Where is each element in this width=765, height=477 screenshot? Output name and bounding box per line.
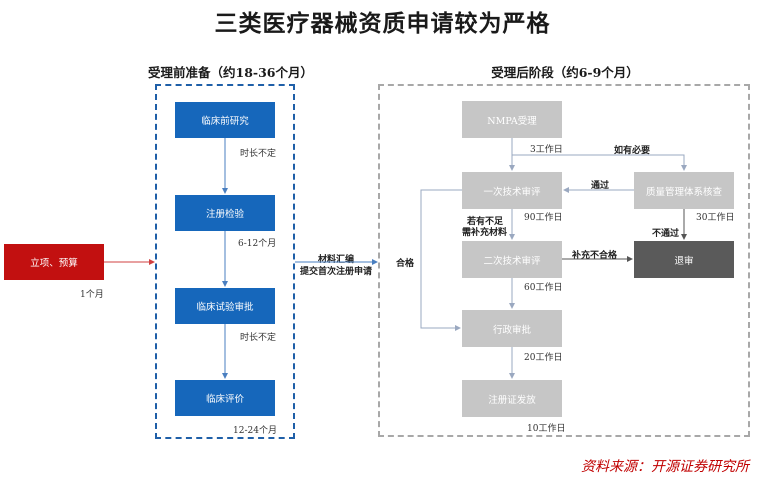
label-pass: 通过 [591,181,610,191]
box-reject: 退审 [634,241,734,278]
box-certificate-issuance: 注册证发放 [462,380,562,417]
step-registration-test: 注册检验 [175,195,275,231]
submit-label-application: 提交首次注册申请 [300,267,373,277]
left-section-frame [155,84,295,439]
step-clinical-trial-approval: 临床试验审批 [175,288,275,324]
duration-nmpa: 3工作日 [530,145,563,155]
right-section-frame [378,84,750,437]
duration-second-review: 60工作日 [524,283,563,293]
duration-preclinical: 时长不定 [240,149,277,159]
duration-clinical-trial: 时长不定 [240,333,277,343]
submit-label-compile: 材料汇编 [318,255,355,265]
arrow-if-needed [512,154,687,171]
duration-first-review: 90工作日 [524,213,563,223]
left-section-title: 受理前准备（约18-36个月） [148,65,313,80]
step-clinical-evaluation: 临床评价 [175,380,275,416]
label-qualified: 合格 [396,259,415,269]
duration-registration-test: 6-12个月 [238,239,277,249]
box-nmpa-acceptance: NMPA受理 [462,101,562,138]
label-supplement-failed: 补充不合格 [572,251,618,261]
page-title: 三类医疗器械资质申请较为严格 [214,11,551,37]
duration-start: 1个月 [80,290,104,300]
right-section-title: 受理后阶段（约6-9个月） [491,65,639,80]
box-quality-system-inspection: 质量管理体系核查 [634,172,734,209]
label-if-insufficient: 若有不足 [467,217,504,227]
duration-clinical-evaluation: 12-24个月 [233,426,277,436]
box-administrative-approval: 行政审批 [462,310,562,347]
label-need-supplement: 需补充材料 [462,228,508,238]
duration-admin: 20工作日 [524,353,563,363]
start-project-budget: 立项、预算 [4,244,104,280]
box-second-technical-review: 二次技术审评 [462,241,562,278]
label-if-needed: 如有必要 [614,146,651,156]
arrow-qualified-bypass [420,189,462,331]
source-note: 资料来源：开源证券研究所 [581,459,749,475]
duration-certificate: 10工作日 [527,424,566,434]
label-not-pass: 不通过 [652,229,680,239]
step-preclinical-research: 临床前研究 [175,102,275,138]
box-first-technical-review: 一次技术审评 [462,172,562,209]
duration-quality: 30工作日 [696,213,735,223]
